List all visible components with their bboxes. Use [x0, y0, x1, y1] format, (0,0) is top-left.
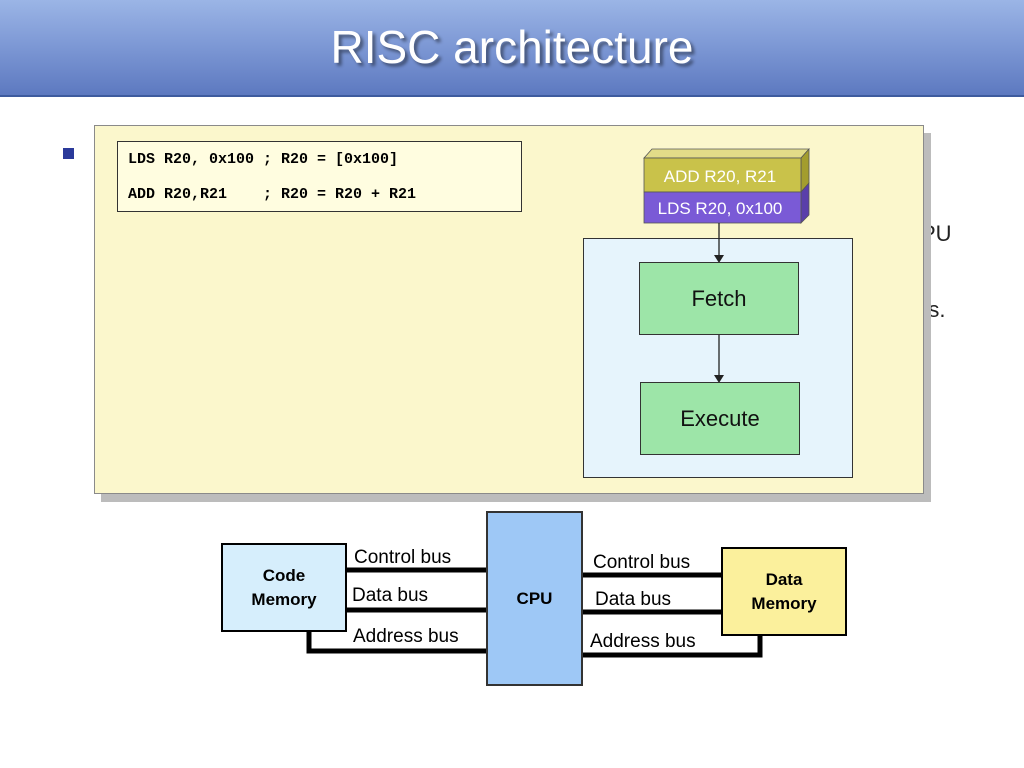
code-memory-box: Code Memory: [221, 543, 347, 632]
right-control-bus-label: Control bus: [593, 552, 691, 573]
code-memory-label: Code Memory: [251, 565, 317, 609]
bullet-marker: [63, 148, 74, 159]
arrow-to-fetch-head: [714, 255, 724, 263]
code-line-2: ADD R20,R21 ; R20 = R20 + R21: [128, 186, 417, 203]
right-address-bus-label: Address bus: [590, 631, 696, 652]
fetch-stage: Fetch: [639, 262, 799, 335]
arrow-fetch-to-execute-head: [714, 375, 724, 383]
instr-label-bottom: LDS R20, 0x100: [658, 199, 783, 218]
instr-block-bottom: [643, 191, 802, 224]
left-address-bus-label: Address bus: [353, 626, 459, 647]
cpu-label: CPU: [516, 588, 553, 608]
code-box: LDS R20, 0x100 ; R20 = [0x100] ADD R20,R…: [117, 141, 522, 212]
left-control-bus-label: Control bus: [354, 547, 452, 568]
slide-title: RISC architecture: [330, 21, 694, 73]
data-memory-label: Data Memory: [751, 569, 817, 613]
left-data-bus-label: Data bus: [352, 585, 429, 606]
code-line-1: LDS R20, 0x100 ; R20 = [0x100]: [128, 151, 399, 168]
title-bar: RISC architecture: [0, 0, 1024, 97]
execute-stage: Execute: [640, 382, 800, 455]
cpu-box: CPU: [486, 511, 583, 686]
instr-block-top: [643, 157, 802, 193]
right-address-bus-line: [583, 634, 763, 658]
left-address-bus-line: [306, 630, 486, 654]
right-data-bus-label: Data bus: [595, 589, 672, 610]
data-memory-box: Data Memory: [721, 547, 847, 636]
instr-label-top: ADD R20, R21: [664, 167, 776, 186]
